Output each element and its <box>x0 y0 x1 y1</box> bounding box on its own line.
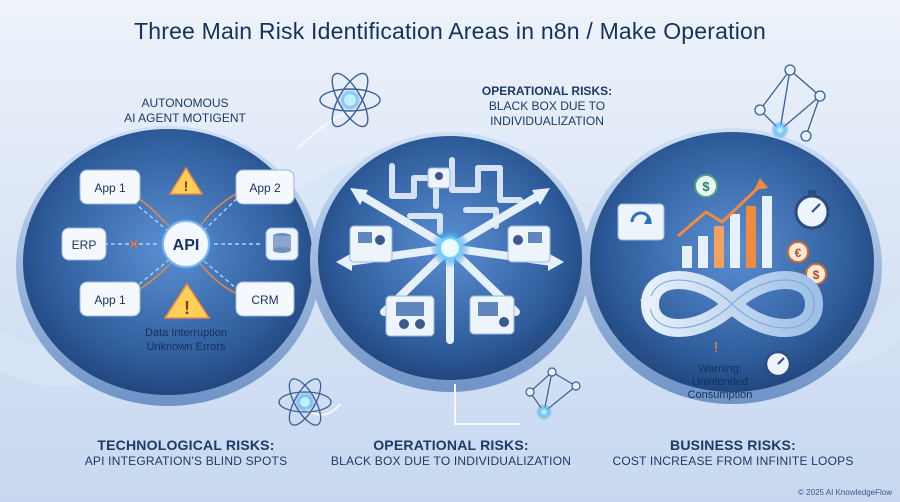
warning-icon: ! <box>163 282 211 319</box>
stopwatch-icon <box>764 350 792 378</box>
office-desk-icon <box>469 295 515 335</box>
refresh-icon <box>617 203 665 241</box>
atom-icon <box>319 72 381 128</box>
autonomous-agent-label: AUTONOMOUS AI AGENT MOTIGENT <box>110 96 260 126</box>
stopwatch-icon <box>794 190 830 230</box>
coin-icon: $ <box>694 174 718 198</box>
caption-ops-sub: BLACK BOX DUE TO INDIVIDUALIZATION <box>330 454 572 468</box>
node-app2: App 2 <box>235 169 295 205</box>
caption-tech-head: TECHNOLOGICAL RISKS: <box>97 437 275 453</box>
node-app1-top: App 1 <box>79 169 141 205</box>
svg-text:$: $ <box>813 268 820 282</box>
connector-arrow <box>297 111 353 149</box>
caption-ops-head: OPERATIONAL RISKS: <box>373 437 529 453</box>
autonomous-line1: AUTONOMOUS <box>141 96 229 110</box>
svg-text:$: $ <box>702 179 710 194</box>
network-icon <box>754 64 826 142</box>
svg-text:ERP: ERP <box>72 238 97 252</box>
ops-line1: BLACK BOX DUE TO <box>488 99 606 113</box>
warning-mark: ! <box>714 339 718 356</box>
caption-business-head: BUSINESS RISKS: <box>670 437 796 453</box>
svg-text:€: € <box>795 246 802 260</box>
ops-line2: INDIVIDUALIZATION <box>490 114 604 128</box>
business-warning-line2: Unintended <box>692 376 748 388</box>
database-icon <box>265 227 299 261</box>
office-desk-icon <box>385 295 435 337</box>
warning-icon: ! <box>168 166 204 195</box>
infinity-loop-icon <box>640 271 823 337</box>
api-center-label: API <box>173 237 200 254</box>
svg-text:!: ! <box>184 178 189 194</box>
coin-icon: € <box>787 241 809 263</box>
ops-head: OPERATIONAL RISKS: <box>481 84 613 98</box>
tech-risk-circle: ✕ API App 1 App 2 ERP App 1 CRM <box>16 126 320 406</box>
ops-risk-circle <box>310 132 590 392</box>
business-risk-circle: $ € $ ! Warning: Unintended Consumpti <box>582 128 882 404</box>
caption-business-sub: COST INCREASE FROM INFINITE LOOPS <box>612 454 854 468</box>
office-desk-icon <box>507 225 551 263</box>
svg-text:!: ! <box>184 298 190 318</box>
network-icon <box>525 367 581 420</box>
tech-warning-line2: Unknown Errors <box>147 341 226 353</box>
x-mark-icon: ✕ <box>128 236 140 252</box>
caption-tech-sub: API INTEGRATION'S BLIND SPOTS <box>84 454 288 468</box>
business-warning-line1: Warning: <box>698 363 742 375</box>
tech-warning-line1: Data Interruption <box>145 327 227 339</box>
page-title: Three Main Risk Identification Areas in … <box>133 18 767 44</box>
office-desk-icon <box>427 167 451 189</box>
caption-business: BUSINESS RISKS: COST INCREASE FROM INFIN… <box>598 437 868 468</box>
node-crm: CRM <box>235 281 295 317</box>
svg-text:App 2: App 2 <box>249 181 281 195</box>
autonomous-line2: AI AGENT MOTIGENT <box>124 111 246 125</box>
node-erp: ERP <box>61 227 107 261</box>
caption-tech: TECHNOLOGICAL RISKS: API INTEGRATION'S B… <box>56 437 316 468</box>
ops-risk-top-label: OPERATIONAL RISKS: BLACK BOX DUE TO INDI… <box>452 84 642 129</box>
business-warning-line3: Consumption <box>688 389 753 401</box>
svg-text:CRM: CRM <box>251 293 278 307</box>
svg-text:App 1: App 1 <box>94 181 126 195</box>
node-app1-bottom: App 1 <box>79 281 141 317</box>
caption-ops: OPERATIONAL RISKS: BLACK BOX DUE TO INDI… <box>318 437 584 468</box>
office-desk-icon <box>349 225 393 263</box>
copyright: © 2025 AI KnowledgeFlow <box>798 488 892 497</box>
atom-icon <box>278 378 332 426</box>
bar-chart-icon <box>677 178 772 268</box>
svg-text:App 1: App 1 <box>94 293 126 307</box>
